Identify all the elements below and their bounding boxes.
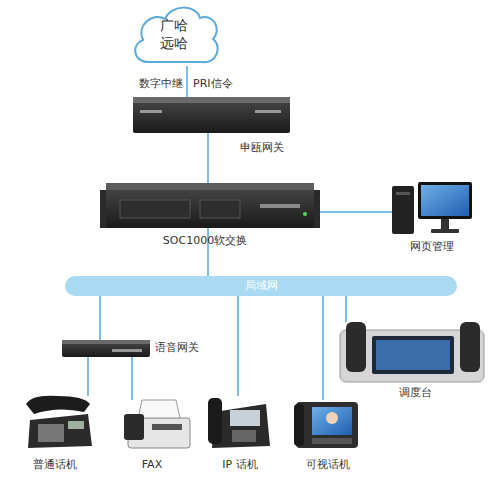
phone-display [68,421,84,429]
monitor-base [431,229,459,233]
network-link [99,296,101,340]
device-top [62,340,150,344]
device-label: 可视话机 [306,458,350,472]
computer-illustration [392,182,472,234]
softswitch-device [100,183,320,228]
vent-panel [120,200,190,218]
device-label: 普通话机 [33,458,77,472]
console-handset [346,322,366,372]
console-display [376,340,450,370]
voice-gateway: 语音网关 [62,340,150,357]
console-handset [460,322,480,372]
device-label: 申瓯网关 [240,141,284,155]
fax-paper [138,400,180,418]
network-link [322,296,324,400]
vent-panel [200,200,240,218]
softswitch: SOC1000软交换 [100,183,320,228]
device-mark [255,110,281,113]
network-label: 局域网 [65,276,457,296]
device-body [62,340,150,357]
desk-phone-illustration [26,396,92,448]
device-label: FAX [142,458,162,472]
device-logo [140,110,162,113]
dispatch-console: 调度台 [338,322,484,382]
video-phone-illustration [294,402,358,448]
voice-gateway-device [62,340,150,357]
power-led [303,212,307,216]
phone-keypad [232,430,256,442]
link-label: 数字中继 [139,77,183,91]
signal-label: PRI信令 [193,77,233,91]
network-link [207,133,209,183]
fax-panel [152,424,182,430]
device-mark [112,349,142,352]
monitor [418,182,472,219]
lan-band: 局域网 [65,276,457,296]
video-phone: 可视话机 [294,400,358,450]
fax-machine: FAX [124,400,190,448]
trunk-gateway-device [133,97,290,133]
phone-body [296,402,358,448]
device-top [133,97,290,103]
device-label: 网页管理 [410,240,454,254]
web-management: 网页管理 [392,180,472,238]
console-illustration [340,322,484,382]
cloud-shape [128,2,220,66]
pc-tower [392,186,414,234]
pc-drive [396,192,410,195]
console-screen [372,336,454,374]
trunk-gateway: 申瓯网关 [133,97,290,133]
monitor-stand [441,219,449,229]
monitor-screen [421,185,469,216]
device-label: SOC1000软交换 [163,234,247,248]
device-label: IP 话机 [222,458,257,472]
network-link [186,66,188,97]
cloud-label: 广哈 远哈 [128,2,220,66]
ip-phone: IP 话机 [208,396,270,448]
network-link [131,357,133,400]
phone-screen [230,410,260,426]
fax-handset [124,414,144,440]
device-mark [260,204,300,208]
ip-phone-illustration [208,398,270,448]
device-top [106,183,314,190]
desk-phone: 普通话机 [26,396,92,448]
fax-illustration [124,400,190,448]
network-link [237,296,239,396]
video-face [326,412,338,424]
device-label: 语音网关 [155,341,199,355]
phone-keypad [38,424,64,442]
phone-keys [312,438,352,444]
video-screen [312,407,352,435]
network-link [320,211,392,213]
phone-body [28,414,92,448]
device-body [106,183,314,228]
cloud-outline [135,8,218,63]
cloud-node: 广哈 远哈 [128,2,220,66]
network-link [87,357,89,396]
network-link [345,296,347,322]
phone-handset [294,404,304,446]
device-label: 调度台 [399,386,432,400]
phone-handset [208,398,222,444]
device-body [133,97,290,133]
phone-handset [26,396,90,414]
